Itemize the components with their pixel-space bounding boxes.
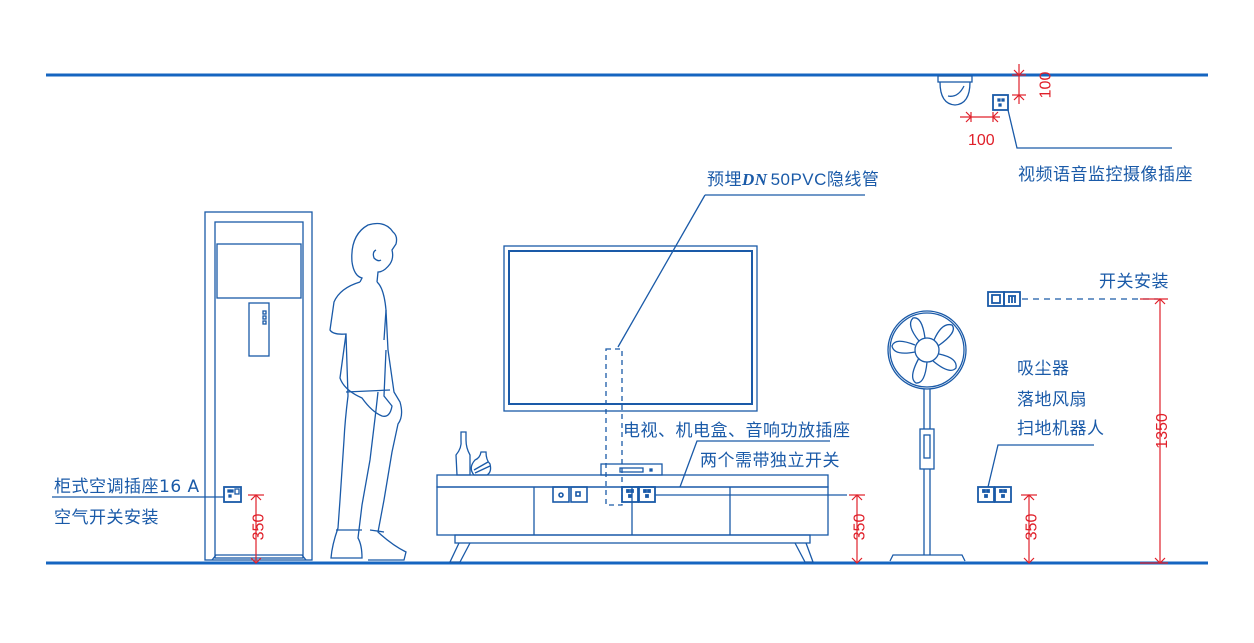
cabinet-power-sockets-icon — [621, 486, 656, 503]
dim-camera-top: 100 — [1037, 71, 1055, 99]
ac-socket-label-line2: 空气开关安装 — [54, 508, 159, 528]
vases — [455, 431, 492, 476]
tv-cabinet — [436, 474, 829, 563]
tv-socket-leader-line — [679, 440, 830, 488]
camera-socket-icon — [992, 94, 1009, 111]
air-conditioner — [204, 211, 313, 561]
ac-socket-label-line1: 柜式空调插座16 A — [54, 477, 200, 497]
conduit-leader-line — [617, 194, 706, 348]
set-top-box — [600, 463, 663, 476]
dim-camera-side: 100 — [968, 132, 995, 149]
appliance-leader-line — [987, 444, 1094, 488]
cabinet-tv-sockets-icon — [552, 486, 588, 503]
dome-camera-icon — [937, 75, 973, 106]
appliance-label-robot-vacuum: 扫地机器人 — [1017, 419, 1105, 439]
dim-ac-height: 350 — [250, 513, 268, 541]
wall-switch-icon — [987, 291, 1021, 307]
ac-socket-icon — [223, 486, 242, 503]
conduit-dn: DN — [742, 170, 768, 189]
dim-floor-socket-height: 350 — [1023, 513, 1041, 541]
tv-sockets-label-line2: 两个需带独立开关 — [700, 451, 840, 471]
dim-tv-cabinet-height: 350 — [851, 513, 869, 541]
appliance-label-vacuum: 吸尘器 — [1017, 359, 1070, 379]
dimension-lines — [248, 64, 1168, 564]
pvc-conduit — [605, 348, 623, 506]
standing-person — [329, 222, 407, 561]
camera-leader-line — [1007, 109, 1172, 149]
standing-fan — [887, 310, 967, 562]
conduit-prefix: 预埋 — [707, 170, 742, 190]
conduit-suffix: 50PVC隐线管 — [770, 170, 880, 189]
floor-level-double-socket-icon — [977, 486, 1012, 503]
camera-socket-label: 视频语音监控摄像插座 — [1018, 165, 1193, 185]
switch-install-label: 开关安装 — [1099, 272, 1169, 292]
wall-tv — [503, 245, 758, 412]
appliance-label-floor-fan: 落地风扇 — [1017, 390, 1087, 410]
tv-sockets-label-line1: 电视、机电盒、音响功放插座 — [623, 421, 851, 441]
dim-switch-height: 1350 — [1153, 413, 1171, 449]
